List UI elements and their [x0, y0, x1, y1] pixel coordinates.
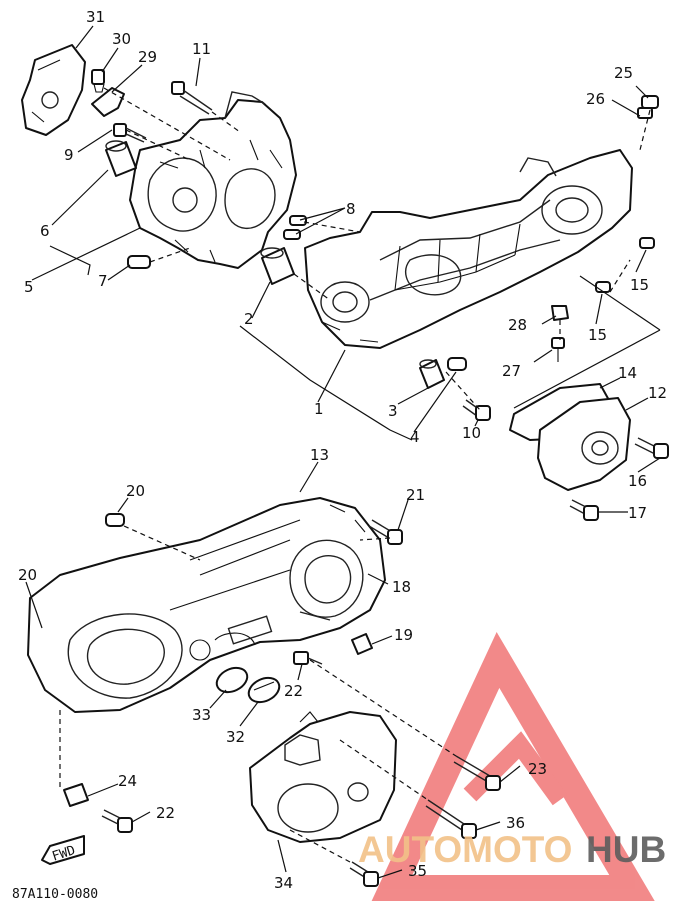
label-29: 29	[138, 48, 157, 66]
bolt-22-lower	[101, 809, 133, 833]
bushing-2	[260, 247, 295, 285]
label-13: 13	[310, 446, 329, 464]
label-16: 16	[628, 472, 647, 490]
spindle-18	[299, 611, 331, 621]
watermark-word-automoto: AUTOMOTO	[358, 829, 572, 870]
bolts-16-17	[569, 437, 669, 521]
plate-31	[21, 44, 86, 136]
label-21: 21	[406, 486, 425, 504]
label-9: 9	[64, 146, 74, 164]
bushing-6	[105, 140, 137, 177]
part-labels: 31 30 29 11 9 6 5 7 8 2 1 3 4 10 25 26 1…	[12, 8, 667, 902]
label-5: 5	[24, 278, 34, 296]
fwd-mark-text: FWD	[50, 843, 77, 865]
label-26: 26	[586, 90, 605, 108]
label-7: 7	[98, 272, 108, 290]
right-crankcase-half	[304, 149, 633, 349]
bolt-22-upper	[293, 651, 323, 665]
label-14: 14	[618, 364, 637, 382]
label-22b: 22	[156, 804, 175, 822]
label-23: 23	[528, 760, 547, 778]
watermark-word-hub: HUB	[586, 829, 666, 870]
label-18: 18	[392, 578, 411, 596]
plug-25-26	[637, 95, 659, 119]
label-32: 32	[226, 728, 245, 746]
label-27: 27	[502, 362, 521, 380]
label-17: 17	[628, 504, 647, 522]
dowels-8	[283, 215, 307, 240]
label-8: 8	[346, 200, 356, 218]
watermark-text: AUTOMOTO HUB	[358, 829, 666, 870]
bushings-3-4	[419, 357, 467, 389]
left-crankcase-half	[129, 91, 297, 269]
bolt-30	[91, 69, 105, 93]
label-19: 19	[394, 626, 413, 644]
diagram-code: 87A110-0080	[12, 887, 98, 902]
label-20b: 20	[18, 566, 37, 584]
label-2: 2	[244, 310, 254, 328]
cover-34	[249, 711, 397, 843]
label-4: 4	[410, 428, 420, 446]
label-20a: 20	[126, 482, 145, 500]
cap-19	[351, 633, 373, 655]
label-33: 33	[192, 706, 211, 724]
fwd-arrow-mark: FWD	[41, 835, 85, 865]
label-24: 24	[118, 772, 137, 790]
bolt-11	[171, 81, 213, 115]
o-ring-33	[215, 666, 249, 694]
label-36: 36	[506, 814, 525, 832]
label-25: 25	[614, 64, 633, 82]
label-6: 6	[40, 222, 50, 240]
label-12: 12	[648, 384, 667, 402]
label-11: 11	[192, 40, 211, 58]
label-30: 30	[112, 30, 131, 48]
bolt-10	[462, 399, 491, 421]
crankcase-cover-13	[27, 497, 386, 713]
cover-12-gasket-14	[509, 383, 631, 491]
dowel-20	[105, 513, 125, 527]
label-22a: 22	[284, 682, 303, 700]
label-3: 3	[388, 402, 398, 420]
label-28: 28	[508, 316, 527, 334]
bolt-9	[113, 123, 147, 143]
label-15b: 15	[588, 326, 607, 344]
label-34: 34	[274, 874, 293, 892]
bolts-23-35-36	[349, 755, 501, 887]
label-10: 10	[462, 424, 481, 442]
label-31: 31	[86, 8, 105, 26]
cap-32	[247, 676, 281, 704]
label-15a: 15	[630, 276, 649, 294]
label-35: 35	[408, 862, 427, 880]
leader-lines	[25, 25, 661, 879]
dowel-7	[127, 255, 151, 269]
label-1: 1	[314, 400, 324, 418]
clamp-24	[63, 783, 89, 807]
bolt-21	[368, 519, 403, 545]
